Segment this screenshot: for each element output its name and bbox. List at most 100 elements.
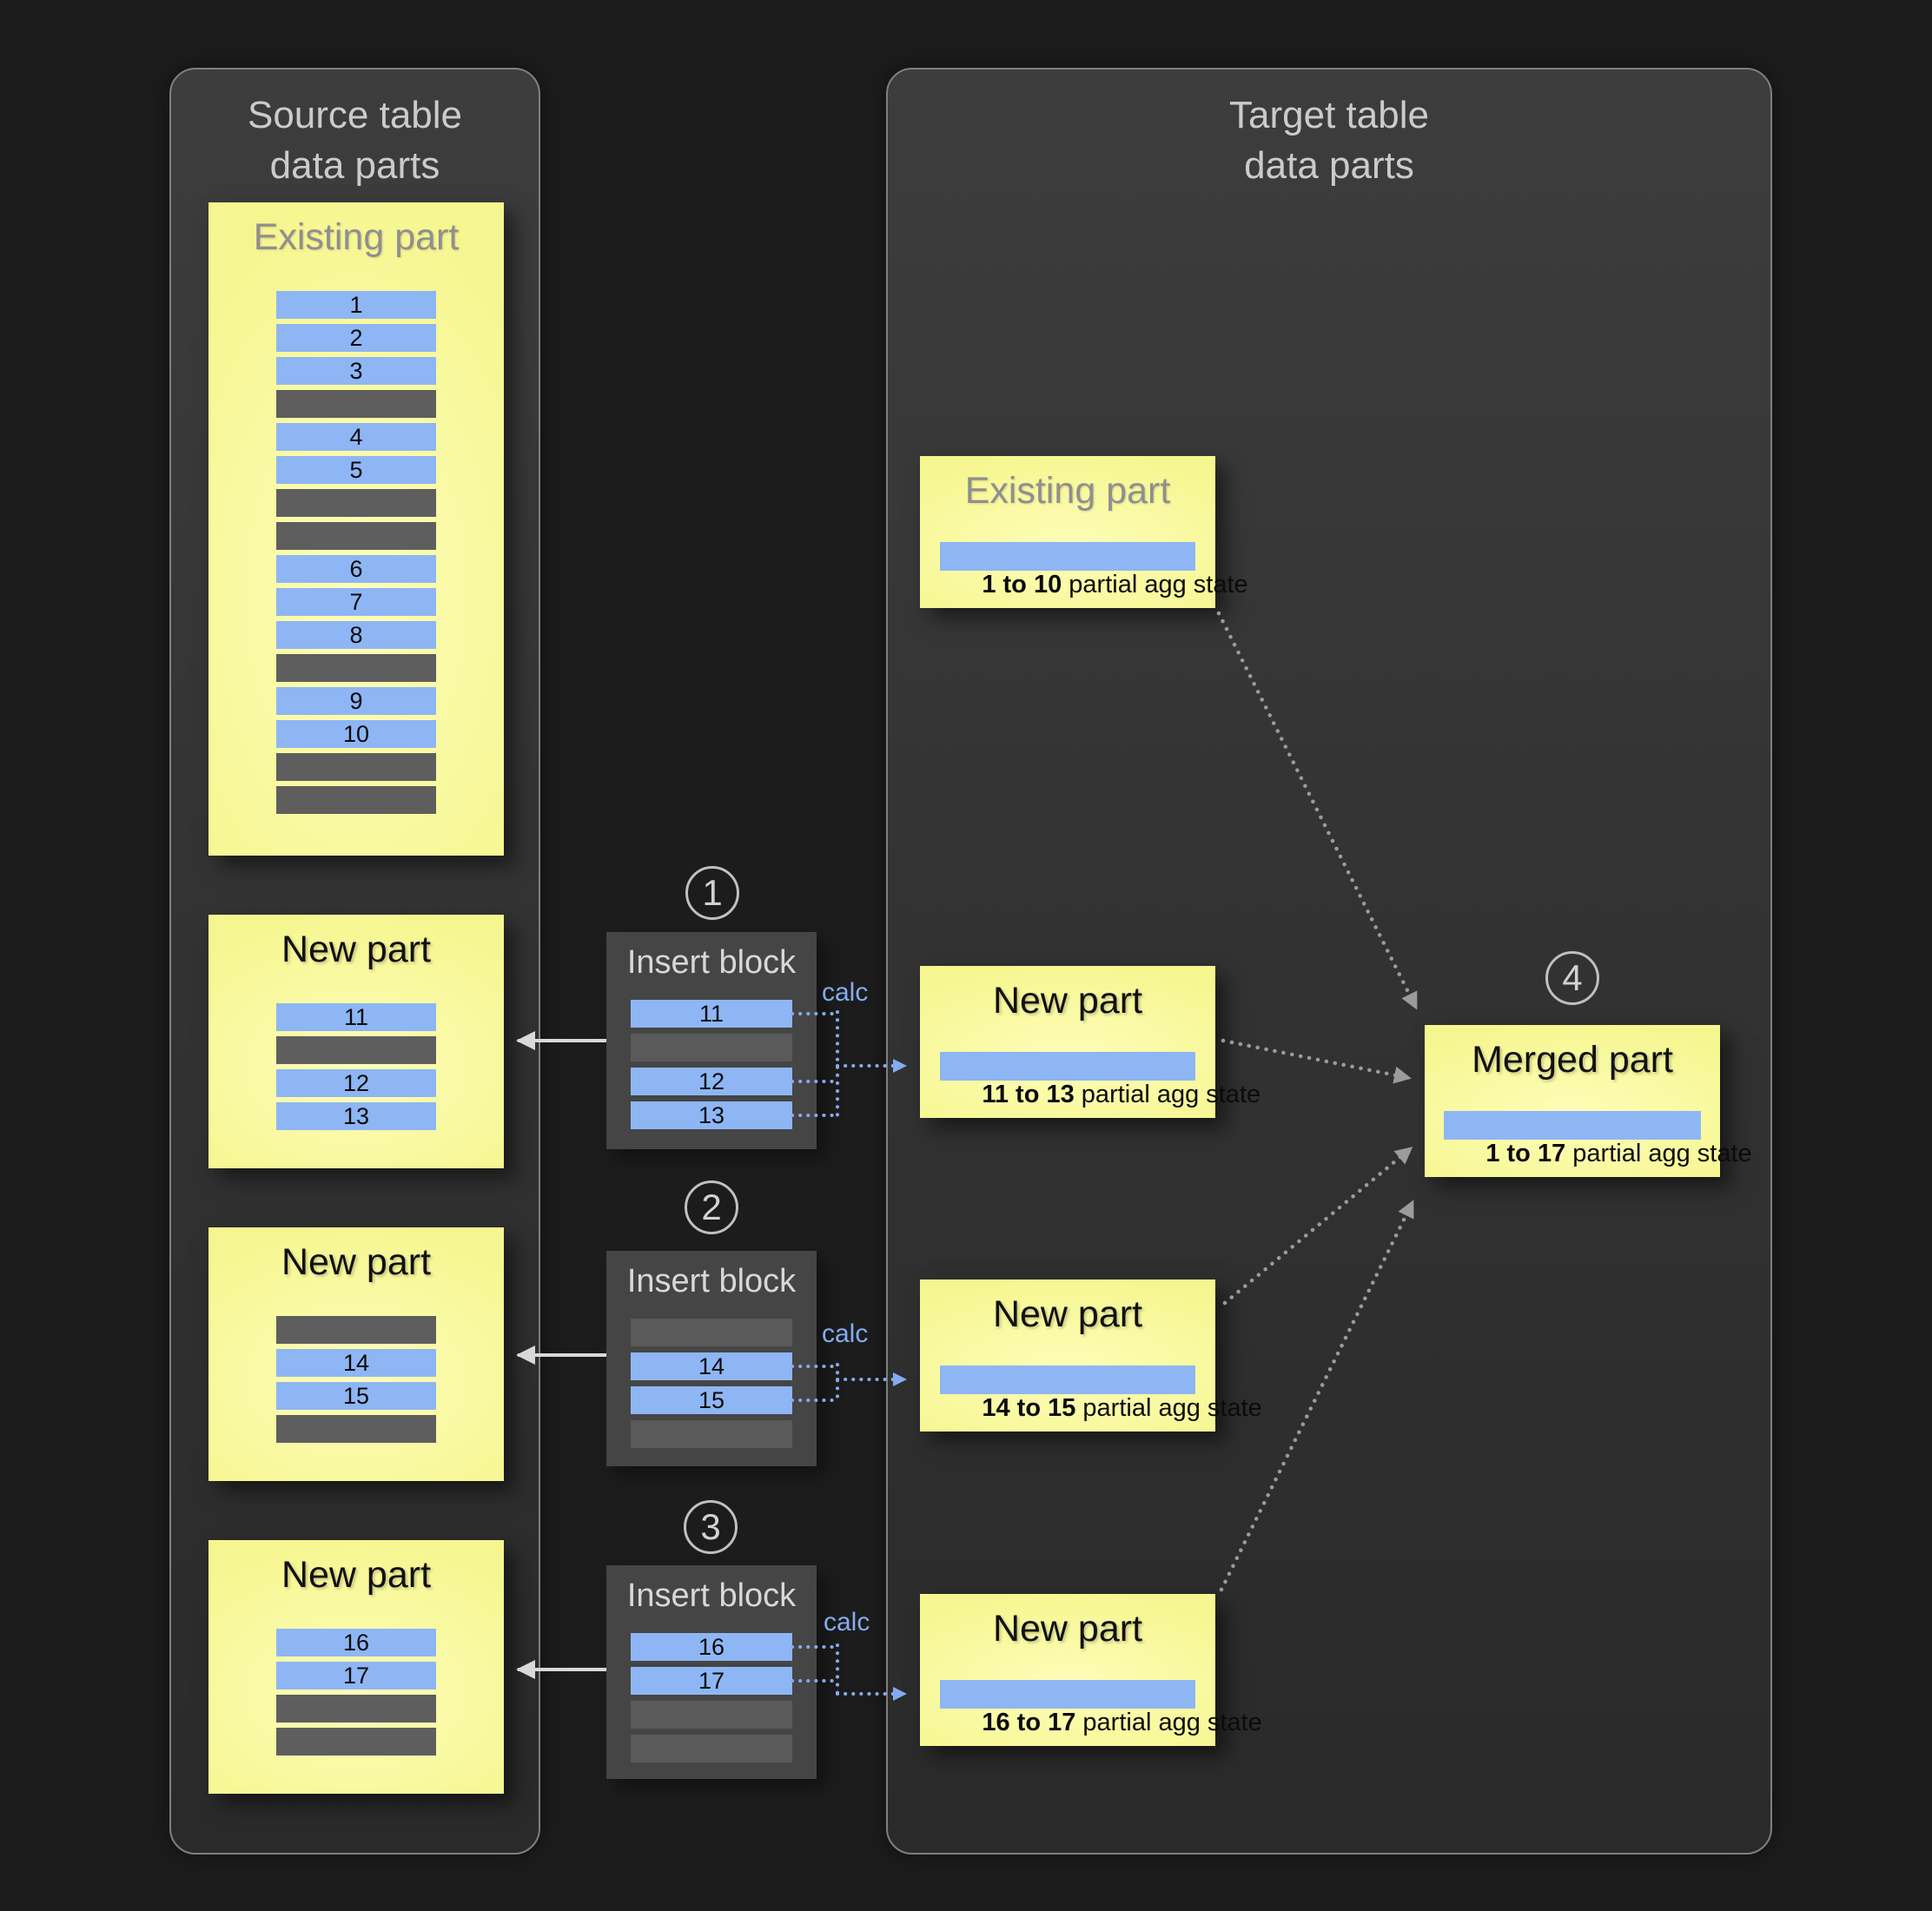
calc-label-3: calc <box>824 1608 870 1637</box>
insert-block-1-title: Insert block <box>626 944 797 981</box>
data-row: 14 <box>276 1349 436 1377</box>
data-row: 12 <box>631 1068 792 1095</box>
calc-label-1: calc <box>822 978 869 1007</box>
data-row: 3 <box>276 357 436 385</box>
merged-part: Merged part 1 to 17 partial agg state <box>1425 1025 1752 1177</box>
empty-row <box>631 1701 792 1729</box>
data-row: 15 <box>631 1386 792 1414</box>
source-new-part-1: New part 11 12 13 <box>208 915 504 1168</box>
target-new-part-1-title: New part <box>992 980 1143 1022</box>
agg-range: 11 to 13 <box>982 1081 1075 1108</box>
empty-row <box>276 489 436 517</box>
target-new-part-3-title: New part <box>992 1608 1143 1650</box>
target-existing-part: Existing part 1 to 10 partial agg state <box>920 456 1248 608</box>
empty-row <box>276 1695 436 1723</box>
target-panel-title-line1: Target table <box>1229 94 1429 136</box>
source-new-part-1-title: New part <box>281 929 432 970</box>
empty-row <box>276 522 436 550</box>
target-existing-part-agg-state: 1 to 10 partial agg state <box>940 542 1248 598</box>
step-1-number: 1 <box>702 872 723 913</box>
target-new-part-3: New part 16 to 17 partial agg state <box>920 1594 1262 1746</box>
agg-label: partial agg state <box>1074 1081 1261 1108</box>
merged-part-title: Merged part <box>1472 1039 1673 1081</box>
data-row: 13 <box>276 1102 436 1130</box>
data-row: 11 <box>276 1003 436 1031</box>
data-row: 6 <box>276 555 436 583</box>
empty-row <box>631 1735 792 1762</box>
data-row: 16 <box>276 1629 436 1656</box>
target-panel-title: Target table data parts <box>888 90 1770 191</box>
target-new-part-3-agg-state: 16 to 17 partial agg state <box>940 1680 1262 1736</box>
target-new-part-2: New part 14 to 15 partial agg state <box>920 1280 1262 1432</box>
empty-row <box>276 753 436 781</box>
empty-row <box>276 1415 436 1443</box>
insert-block-1: Insert block 11 12 13 <box>606 932 817 1149</box>
data-row: 15 <box>276 1382 436 1410</box>
step-2-number: 2 <box>701 1187 722 1227</box>
target-existing-part-title: Existing part <box>964 470 1171 512</box>
data-row: 13 <box>631 1101 792 1129</box>
agg-label: partial agg state <box>1075 1394 1262 1422</box>
data-row: 9 <box>276 687 436 715</box>
target-table-panel: Target table data parts <box>886 68 1772 1855</box>
insert-block-2-title: Insert block <box>626 1263 797 1299</box>
source-new-part-1-rows: 11 12 13 <box>276 1003 436 1130</box>
agg-range: 14 to 15 <box>982 1394 1076 1422</box>
empty-row <box>276 654 436 682</box>
agg-range: 1 to 10 <box>982 571 1062 598</box>
merged-part-agg-state: 1 to 17 partial agg state <box>1444 1111 1752 1167</box>
target-new-part-2-agg-state: 14 to 15 partial agg state <box>940 1365 1262 1422</box>
step-4-badge: 4 <box>1545 951 1599 1005</box>
data-row: 2 <box>276 324 436 352</box>
empty-row <box>631 1420 792 1448</box>
source-new-part-2-title: New part <box>281 1241 432 1283</box>
source-panel-title-line2: data parts <box>269 144 440 188</box>
data-row: 7 <box>276 588 436 616</box>
data-row: 14 <box>631 1352 792 1380</box>
empty-row <box>631 1034 792 1061</box>
data-row: 17 <box>631 1667 792 1695</box>
agg-range: 16 to 17 <box>982 1709 1076 1736</box>
data-row: 17 <box>276 1662 436 1689</box>
target-new-part-2-title: New part <box>992 1293 1143 1335</box>
source-existing-part-rows: 1 2 3 4 5 6 7 8 9 10 <box>276 291 436 814</box>
data-row: 8 <box>276 621 436 649</box>
empty-row <box>276 390 436 418</box>
source-new-part-3-title: New part <box>281 1554 432 1596</box>
data-row: 5 <box>276 456 436 484</box>
source-panel-title-line1: Source table <box>247 94 463 136</box>
step-4-number: 4 <box>1562 957 1583 998</box>
empty-row <box>276 1316 436 1344</box>
empty-row <box>631 1319 792 1346</box>
target-panel-title-line2: data parts <box>1244 144 1414 188</box>
agg-label: partial agg state <box>1565 1140 1752 1167</box>
step-2-badge: 2 <box>685 1180 738 1234</box>
insert-block-1-rows: 11 12 13 <box>631 1000 792 1129</box>
target-new-part-1-agg-state: 11 to 13 partial agg state <box>940 1052 1260 1108</box>
agg-range: 1 to 17 <box>1485 1140 1566 1167</box>
data-row: 11 <box>631 1000 792 1028</box>
source-panel-title: Source table data parts <box>171 90 539 191</box>
data-row: 1 <box>276 291 436 319</box>
data-row: 10 <box>276 720 436 748</box>
empty-row <box>276 1728 436 1756</box>
step-3-number: 3 <box>700 1506 721 1547</box>
insert-block-3-title: Insert block <box>626 1577 797 1614</box>
agg-label: partial agg state <box>1062 571 1248 598</box>
empty-row <box>276 1036 436 1064</box>
data-row: 16 <box>631 1633 792 1661</box>
data-row: 12 <box>276 1069 436 1097</box>
agg-label: partial agg state <box>1075 1709 1262 1736</box>
data-row: 4 <box>276 423 436 451</box>
step-1-badge: 1 <box>685 866 739 920</box>
